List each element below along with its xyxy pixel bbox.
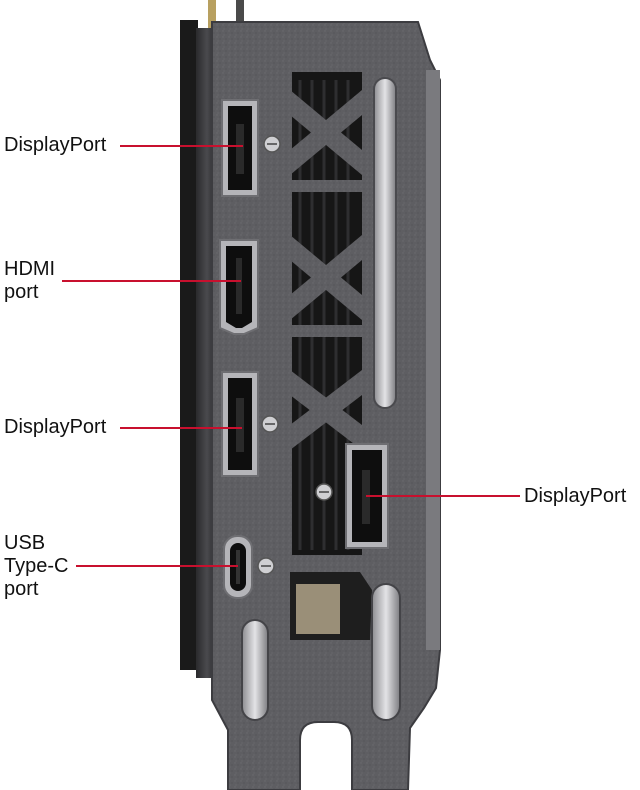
screw-top bbox=[263, 135, 281, 153]
vent-lattice bbox=[290, 90, 362, 450]
top-post-2 bbox=[236, 0, 244, 28]
bracket-right-fold bbox=[426, 70, 440, 650]
screw-usb bbox=[257, 557, 275, 575]
screw-middle bbox=[261, 415, 279, 433]
displayport-connector-top bbox=[221, 99, 259, 197]
label-hdmi-port: HDMI port bbox=[4, 258, 56, 303]
slot-bottom-left bbox=[241, 619, 269, 721]
label-displayport-top: DisplayPort bbox=[4, 134, 107, 156]
hdmi-connector bbox=[219, 239, 259, 335]
displayport-connector-middle bbox=[221, 371, 259, 477]
top-post bbox=[208, 0, 216, 28]
label-usb-type-c-port: USB Type-C port bbox=[4, 532, 69, 600]
lower-vent-component bbox=[296, 584, 340, 634]
pcb-edge bbox=[180, 20, 198, 670]
leader-lines bbox=[62, 145, 520, 567]
vertical-slot-right bbox=[373, 77, 397, 409]
screw-right bbox=[315, 483, 333, 501]
label-displayport-right: DisplayPort bbox=[524, 485, 627, 507]
slot-bottom-right bbox=[371, 583, 401, 721]
label-displayport-middle: DisplayPort bbox=[4, 416, 107, 438]
